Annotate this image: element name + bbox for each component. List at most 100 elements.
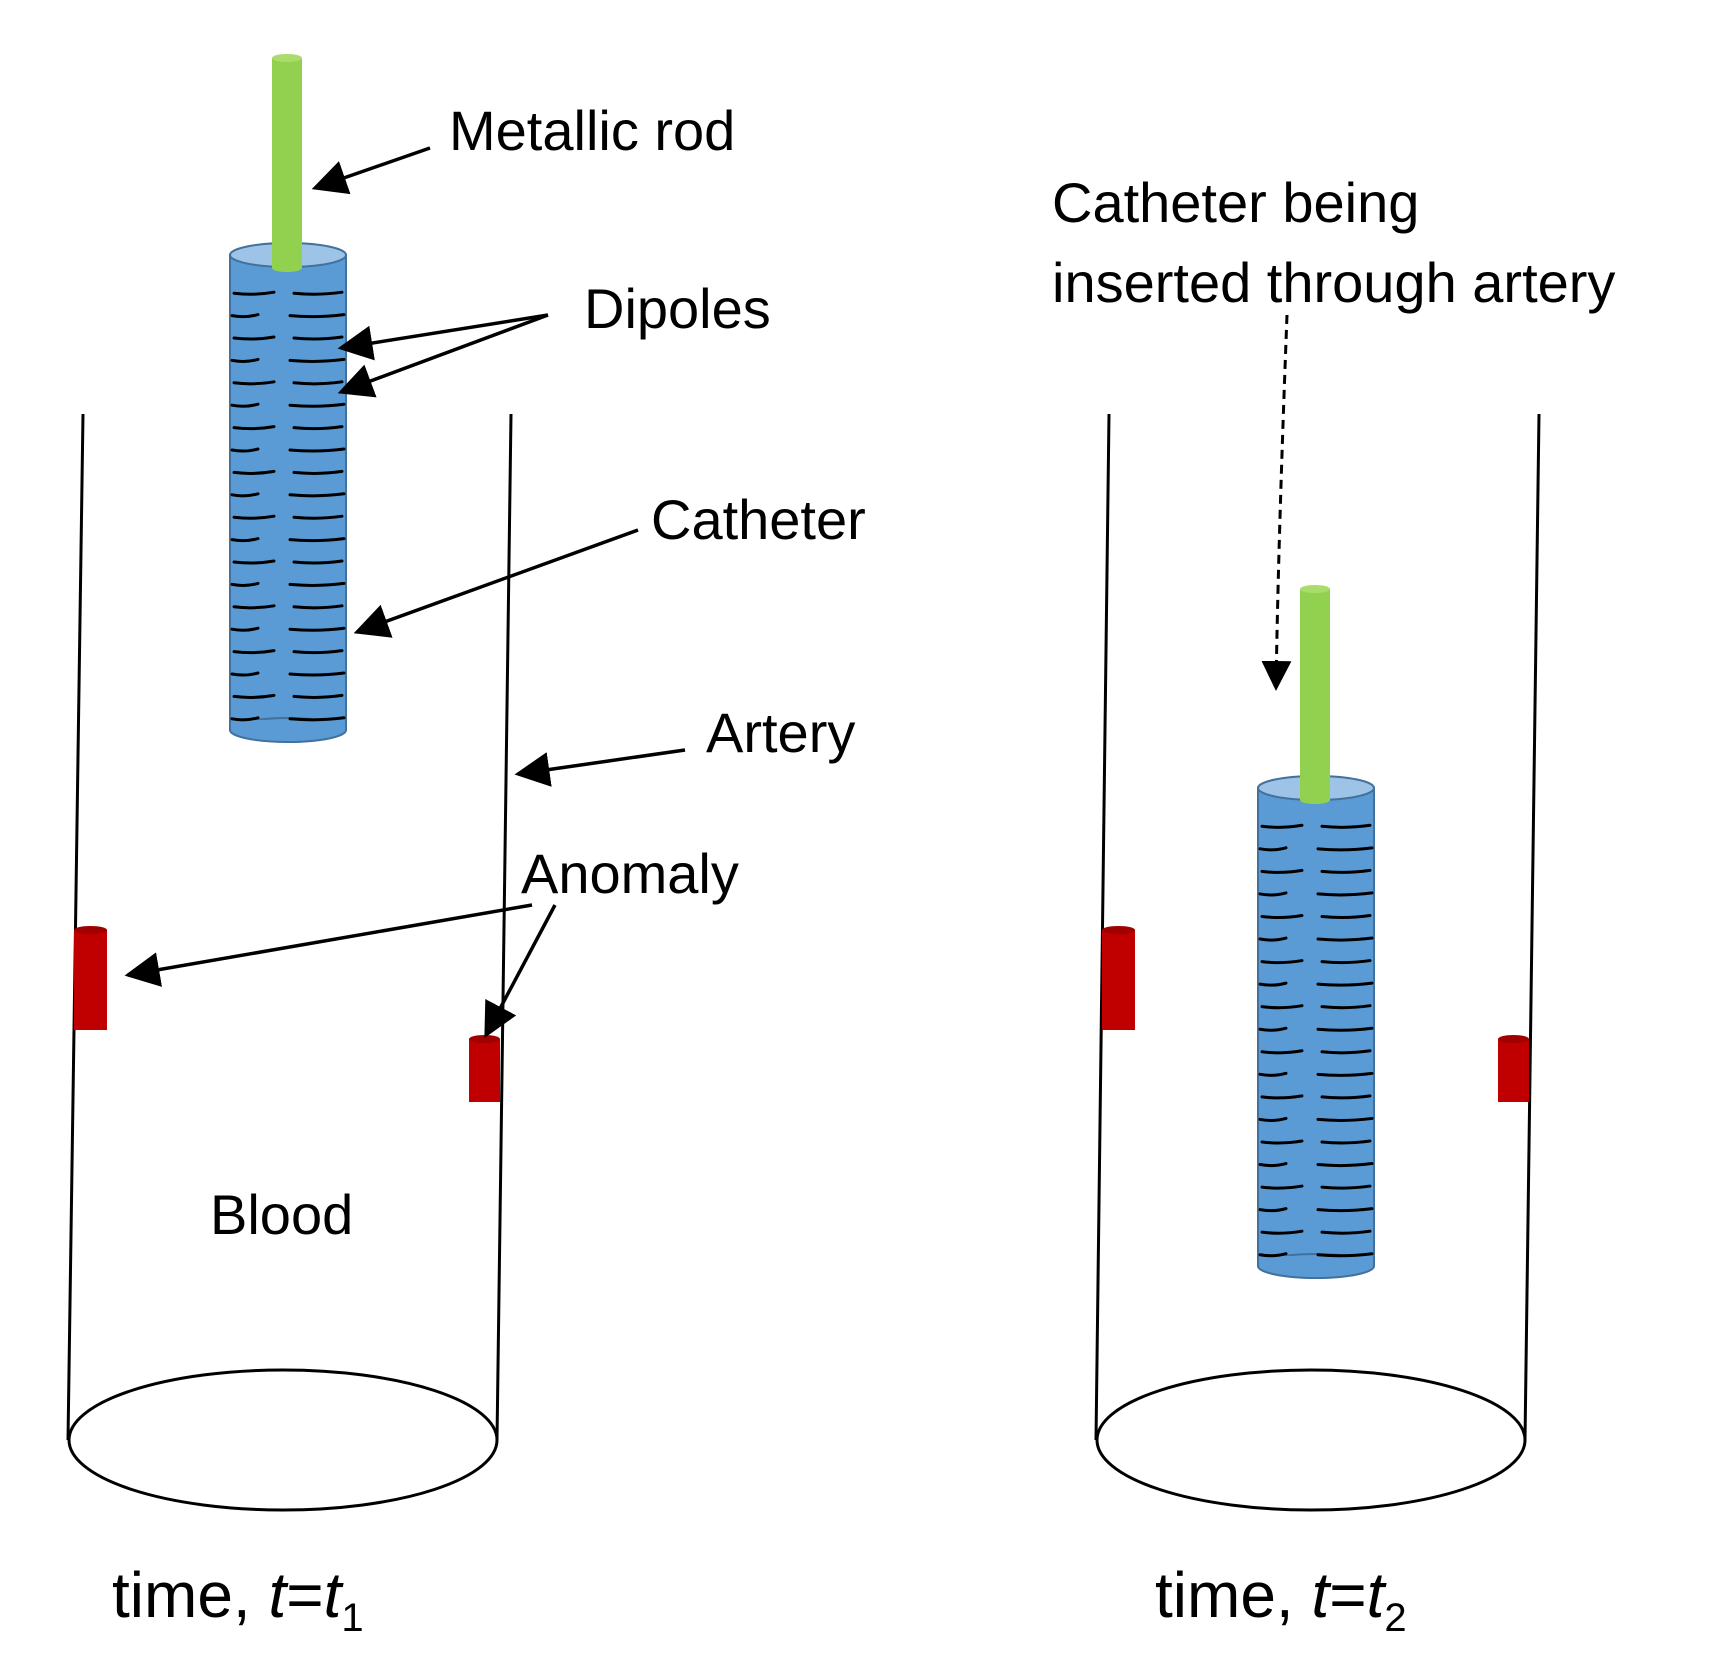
dipole-dash	[232, 693, 276, 699]
dipole-dash	[1320, 1139, 1372, 1145]
label-anomaly: Anomaly	[521, 842, 739, 905]
dipole-dash	[288, 626, 346, 632]
dipole-dash	[288, 447, 346, 453]
label-metallic-rod: Metallic rod	[449, 99, 735, 162]
right-anomaly-a	[1102, 926, 1135, 1030]
dipole-dash	[1316, 1116, 1374, 1122]
dipole-dash	[1260, 1094, 1304, 1100]
dipole-dash	[1320, 1094, 1372, 1100]
left-artery-wall-left	[66, 413, 85, 1441]
right-artery-bottom-ellipse	[1095, 1368, 1527, 1512]
dipole-dash	[1258, 1207, 1288, 1213]
dipole-dash	[230, 492, 260, 498]
left-artery-wall-right	[495, 413, 513, 1441]
left-panel: Metallic rod Dipoles Catheter Artery Ano…	[66, 54, 866, 1640]
dipole-dash	[1258, 1026, 1288, 1032]
dipole-dash	[1316, 936, 1374, 942]
dipole-dash	[232, 649, 276, 655]
arrow-insertion-dashed	[1261, 314, 1292, 691]
dipole-dash	[1258, 1071, 1288, 1077]
label-catheter-inserted-line1: Catheter being	[1052, 171, 1419, 234]
right-anomaly-b	[1498, 1035, 1529, 1102]
dipole-dash	[1258, 936, 1288, 942]
dipole-dash	[1260, 913, 1304, 920]
dipole-dash	[288, 537, 346, 543]
dipole-dash	[1320, 959, 1372, 965]
dipole-dash	[232, 604, 276, 610]
dipole-dash	[1258, 1162, 1288, 1168]
dipole-dash	[292, 425, 344, 431]
dipole-dash	[232, 380, 276, 386]
dipole-dash	[1316, 1207, 1374, 1213]
label-dipoles: Dipoles	[584, 277, 771, 340]
right-artery-wall-right	[1523, 413, 1541, 1441]
arrow-metallic-rod	[311, 146, 431, 195]
dipole-dash	[230, 402, 260, 408]
dipole-dash	[230, 313, 260, 319]
left-catheter-body	[229, 254, 347, 731]
dipole-dash	[1260, 959, 1304, 965]
dipole-dash	[1260, 823, 1304, 829]
dipole-dash	[1320, 868, 1372, 874]
dipole-dash	[288, 716, 346, 722]
arrow-dipole-1	[337, 313, 549, 361]
dipole-dash	[288, 492, 346, 498]
label-blood: Blood	[210, 1183, 353, 1246]
right-metallic-rod	[1300, 585, 1330, 804]
caption-right: time, t=t2	[1155, 1559, 1407, 1640]
dipole-dash	[1260, 1184, 1304, 1190]
dipole-dash	[1320, 913, 1372, 920]
dipole-dash	[1258, 981, 1288, 987]
dipole-dash	[1320, 1004, 1372, 1010]
dipole-dash	[230, 537, 260, 543]
dipole-dash	[230, 626, 260, 632]
dipole-dash	[1260, 1229, 1304, 1235]
dipole-dash	[292, 469, 344, 475]
dipole-dash	[292, 559, 344, 565]
dipole-dash	[1258, 846, 1288, 852]
dipole-dash	[230, 671, 260, 677]
left-artery	[66, 413, 513, 1512]
right-catheter	[1257, 775, 1375, 1279]
caption-left: time, t=t1	[112, 1559, 364, 1640]
dipole-dash	[1320, 1184, 1372, 1190]
dipole-dash	[1316, 981, 1374, 987]
dipole-dash	[1320, 1049, 1372, 1055]
dipole-dash	[1260, 1004, 1304, 1010]
right-panel: Catheter being inserted through artery t…	[1052, 171, 1615, 1640]
dipole-dash	[1258, 1116, 1288, 1122]
dipole-dash	[232, 290, 276, 296]
dipole-dash	[1260, 1049, 1304, 1055]
dipole-dash	[292, 604, 344, 610]
left-metallic-rod	[272, 54, 302, 272]
dipole-dash	[1260, 868, 1304, 874]
arrow-catheter	[353, 528, 639, 638]
dipole-dash	[288, 581, 346, 587]
left-anomaly-a	[74, 926, 107, 1030]
label-catheter-inserted-line2: inserted through artery	[1052, 251, 1615, 314]
dipole-dash	[230, 716, 260, 722]
dipole-dash	[1316, 1252, 1374, 1258]
left-catheter	[229, 242, 347, 743]
dipole-dash	[1316, 891, 1374, 897]
dipole-dash	[292, 290, 344, 296]
arrow-anomaly-b	[484, 904, 557, 1039]
right-artery-wall-left	[1094, 413, 1111, 1441]
dipole-dash	[1316, 1026, 1374, 1032]
dipole-dash	[292, 649, 344, 655]
left-anomaly-b	[469, 1035, 500, 1102]
dipole-dash	[1320, 1229, 1372, 1235]
dipole-dash	[292, 514, 344, 520]
left-artery-bottom-ellipse	[67, 1368, 499, 1512]
dipole-dash	[232, 559, 276, 565]
dipole-dash	[232, 514, 276, 520]
label-catheter: Catheter	[651, 488, 866, 551]
dipole-dash	[1258, 891, 1288, 897]
dipole-dash	[288, 671, 346, 677]
dipole-dash	[232, 469, 276, 475]
right-catheter-body	[1257, 787, 1375, 1267]
dipole-dash	[1258, 1252, 1288, 1258]
dipole-dash	[1316, 1162, 1374, 1168]
dipole-dash	[1316, 846, 1374, 852]
